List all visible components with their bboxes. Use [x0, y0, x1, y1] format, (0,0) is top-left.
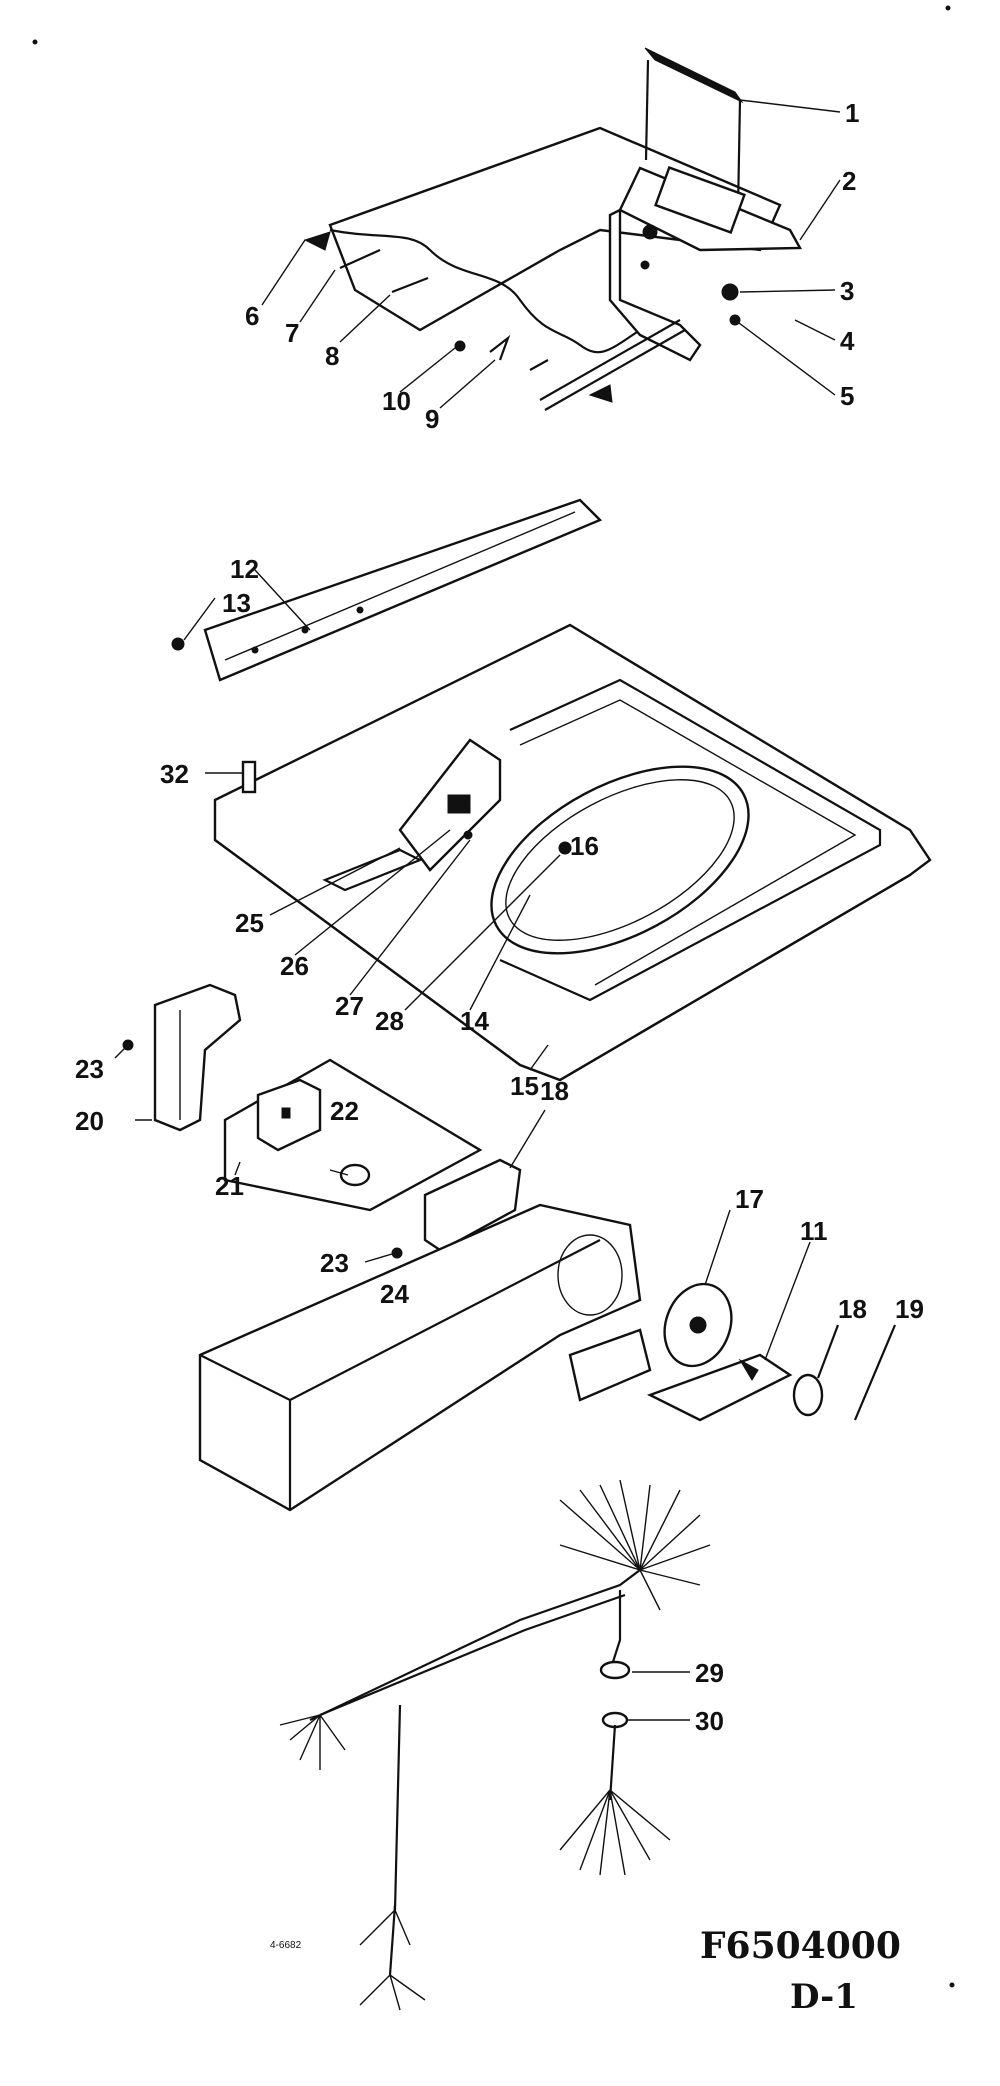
callout-15: 15 [510, 1071, 539, 1101]
callout-13: 13 [222, 588, 251, 618]
callout-32: 32 [160, 759, 189, 789]
callout-labels: 1 2 3 4 5 6 7 8 9 10 12 13 32 25 26 27 2… [75, 98, 924, 1736]
callout-28: 28 [375, 1006, 404, 1036]
callout-23a: 23 [75, 1054, 104, 1084]
callout-4: 4 [840, 326, 855, 356]
callout-18b: 18 [838, 1294, 867, 1324]
washer-top-assembly [171, 498, 932, 1082]
callout-24: 24 [380, 1279, 409, 1309]
callout-23b: 23 [320, 1248, 349, 1278]
control-bracket-assembly [114, 983, 546, 1294]
console-body-assembly [198, 1203, 897, 1512]
callout-2: 2 [842, 166, 856, 196]
callout-10: 10 [382, 386, 411, 416]
tiny-note: 4-6682 [270, 1940, 302, 1951]
callout-11: 11 [800, 1216, 828, 1246]
callout-20: 20 [75, 1106, 104, 1136]
callout-1: 1 [845, 98, 859, 128]
callout-8: 8 [325, 341, 339, 371]
callout-22: 22 [330, 1096, 359, 1126]
callout-9: 9 [425, 404, 439, 434]
callout-18a: 18 [540, 1076, 569, 1106]
console-top-assembly [261, 47, 841, 411]
callout-5: 5 [840, 381, 854, 411]
callout-6: 6 [245, 301, 259, 331]
callout-26: 26 [280, 951, 309, 981]
callout-12: 12 [230, 554, 259, 584]
callout-25: 25 [235, 908, 264, 938]
callout-30: 30 [695, 1706, 724, 1736]
callout-16: 16 [570, 831, 599, 861]
callout-27: 27 [335, 991, 364, 1021]
wire-harness [279, 1479, 711, 2011]
callout-19: 19 [895, 1294, 924, 1324]
callout-3: 3 [840, 276, 854, 306]
callout-14: 14 [460, 1006, 489, 1036]
callout-29: 29 [695, 1658, 724, 1688]
callout-7: 7 [285, 318, 299, 348]
page-code: D-1 [790, 1977, 858, 2017]
callout-21: 21 [215, 1171, 244, 1201]
part-number: F6504000 [700, 1925, 901, 1967]
callout-17: 17 [735, 1184, 764, 1214]
